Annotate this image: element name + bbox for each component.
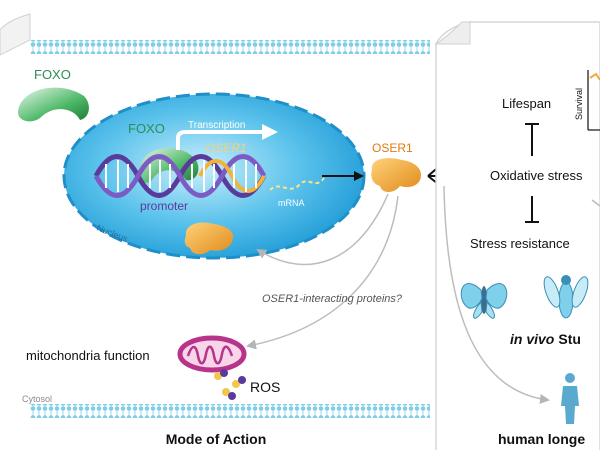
lifespan-label: Lifespan [502,96,551,111]
right-edge-arrow [591,199,600,207]
silkworm-moth-icon [460,283,508,319]
survival-axis-label: Survival [574,88,584,120]
nuclear-import-arrow [256,193,389,266]
cytosol-label: Cytosol [22,394,52,404]
transcription-arrow [176,130,262,150]
survival-curve-icon: Survival [574,70,600,131]
oser1-nuclear-protein-icon [184,222,234,255]
promoter-label: promoter [140,199,188,213]
right-panel-fold [434,21,471,45]
human-longevity-title: human longe [498,431,585,447]
mrna-strand-icon [269,177,325,191]
top-membrane [30,40,430,54]
gene-label: OSER1 [206,141,247,155]
mitochondria-icon [177,335,247,373]
foxo-top-label: FOXO [34,67,71,82]
foxo-nuclear-label: FOXO [128,121,165,136]
oser1-label: OSER1 [372,141,413,155]
oser1-protein-icon [371,158,422,192]
human-figure-icon [561,373,579,424]
interacting-proteins-label: OSER1-interacting proteins? [262,293,403,305]
dna-helix-icon [93,154,267,198]
in-vivo-italic: in vivo [510,331,555,347]
stress-resistance-label: Stress resistance [470,236,570,251]
ros-label: ROS [250,379,280,395]
mitochondria-function-label: mitochondria function [26,348,150,363]
inhibition-bars [525,123,539,223]
fruit-fly-icon [543,275,589,319]
human-arrow [443,185,550,404]
foxo-protein-icon [18,87,89,122]
panel-fold [0,13,31,56]
mrna-label: mRNA [278,198,305,208]
oxidative-stress-label: Oxidative stress [490,168,583,183]
mode-of-action-panel: FOXO Nucleus FOXO Transcription OSER1 [0,13,430,447]
ros-molecules-icon [214,369,246,400]
in-vivo-panel: Lifespan Oxidative stress Stress resista… [434,21,600,450]
mode-of-action-title: Mode of Action [166,431,267,447]
mitochondria-arrow [246,195,399,350]
bottom-membrane [30,404,430,418]
transcription-label: Transcription [188,120,245,131]
in-vivo-rest: Stu [558,331,581,347]
transcription-arrowhead-icon [262,124,278,140]
